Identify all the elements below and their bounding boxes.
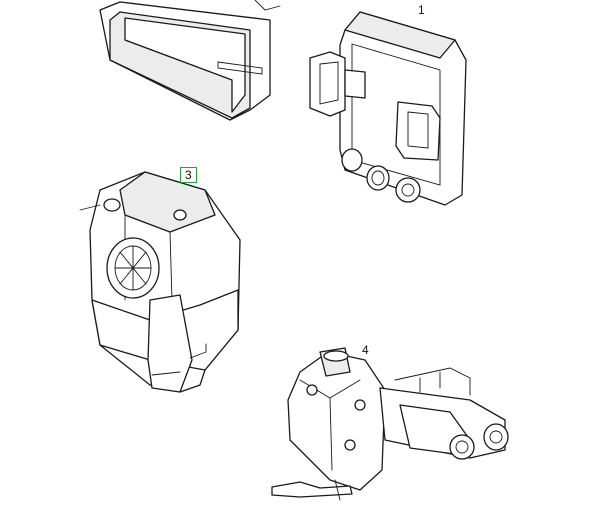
callout-3: 3 [180, 167, 197, 183]
control-module-part [309, 11, 467, 206]
bracket-channel-part [99, 0, 281, 121]
callout-4: 4 [362, 343, 369, 357]
window-motor-assembly-part [79, 171, 241, 393]
actuator-assembly-part [271, 347, 509, 501]
callout-1: 1 [418, 3, 425, 17]
